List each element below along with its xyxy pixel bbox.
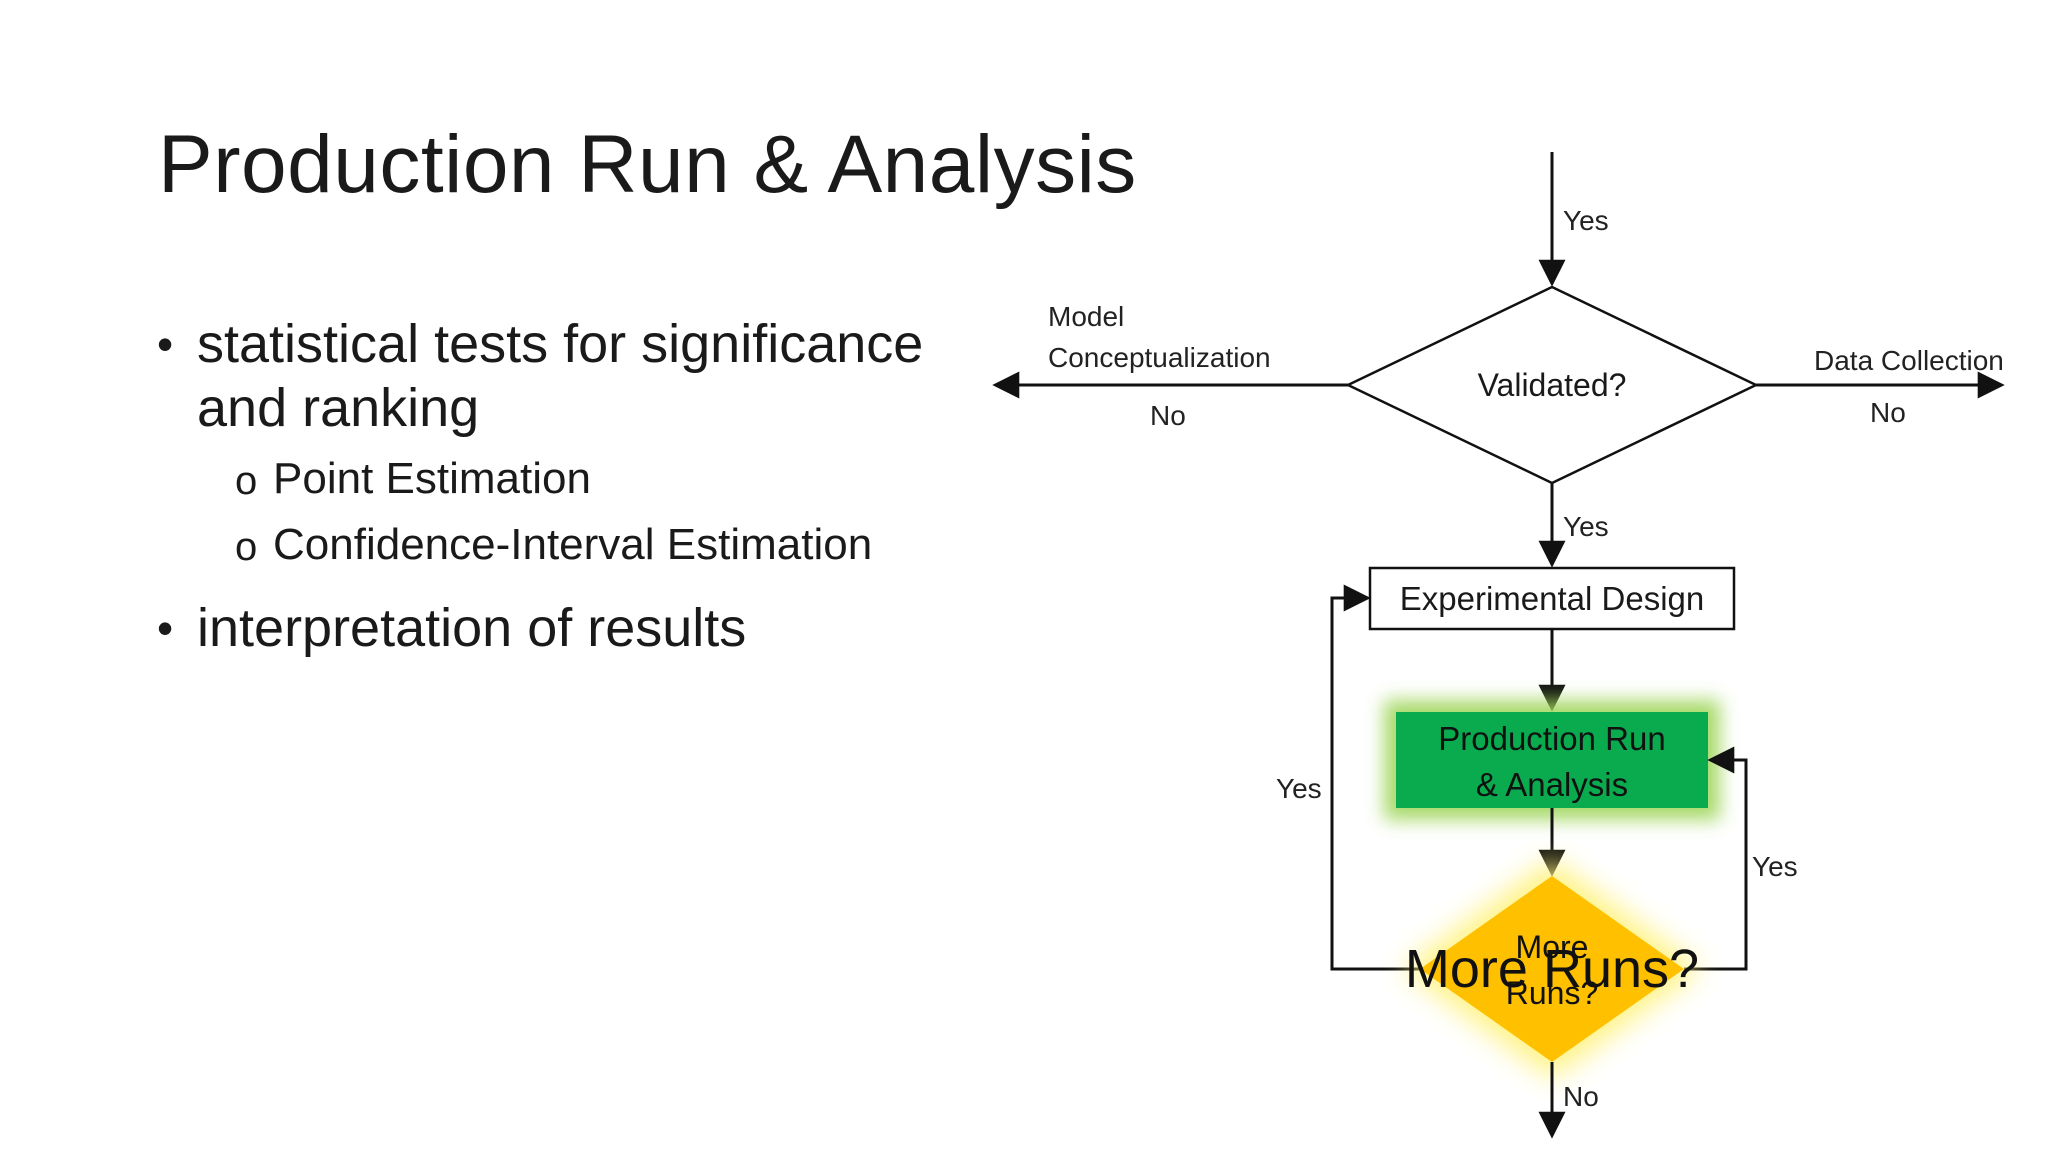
sub-bullet-text: Point Estimation [273,454,591,503]
sub-bullet-marker: o [235,459,258,503]
bullet-item-interpretation: • interpretation of results [155,596,975,660]
label-yes-right-loop: Yes [1752,851,1798,882]
sub-bullet-point-estimation: o Point Estimation [155,452,975,506]
production-run-label-line2: & Analysis [1475,766,1629,803]
bullet-marker: • [157,318,174,370]
loop-yes-to-experimental-design [1330,584,1420,971]
production-run-label-line1: Production Run [1438,720,1666,757]
bullet-marker: • [157,602,174,654]
label-no-left: No [1150,400,1186,431]
label-data-collection: Data Collection [1814,345,2004,376]
sub-bullet-text: Confidence-Interval Estimation [273,520,873,569]
label-yes-top: Yes [1563,205,1609,236]
sub-bullet-marker: o [235,525,258,569]
experimental-design-label: Experimental Design [1399,580,1705,617]
label-conceptualization: Conceptualization [1048,342,1271,373]
loop-yes-to-production-run [1684,746,1748,971]
bullet-text: interpretation of results [197,598,747,658]
decision-validated-label: Validated? [1477,367,1627,403]
bullet-text-line2: and ranking [197,378,480,438]
bullet-item-statistical-tests: • statistical tests for significance and… [155,312,975,440]
experimental-design-box [1368,566,1736,631]
label-yes-below-validated: Yes [1563,511,1609,542]
bullet-list: • statistical tests for significance and… [155,312,975,672]
sub-bullet-confidence-interval: o Confidence-Interval Estimation [155,518,975,572]
label-yes-left-loop: Yes [1276,773,1322,804]
label-model: Model [1048,301,1125,332]
more-runs-diamond [1420,876,1684,1062]
label-no-right: No [1870,397,1906,428]
more-runs-label-line2: Runs? [1505,975,1599,1011]
more-runs-overlay-text: More Runs? [1404,939,1700,999]
bullet-text-line1: statistical tests for significance [197,314,924,374]
more-runs-label-line1: More [1515,929,1589,965]
slide-title: Production Run & Analysis [158,119,1137,210]
production-run-box [1396,712,1708,808]
label-no-bottom: No [1563,1081,1599,1112]
